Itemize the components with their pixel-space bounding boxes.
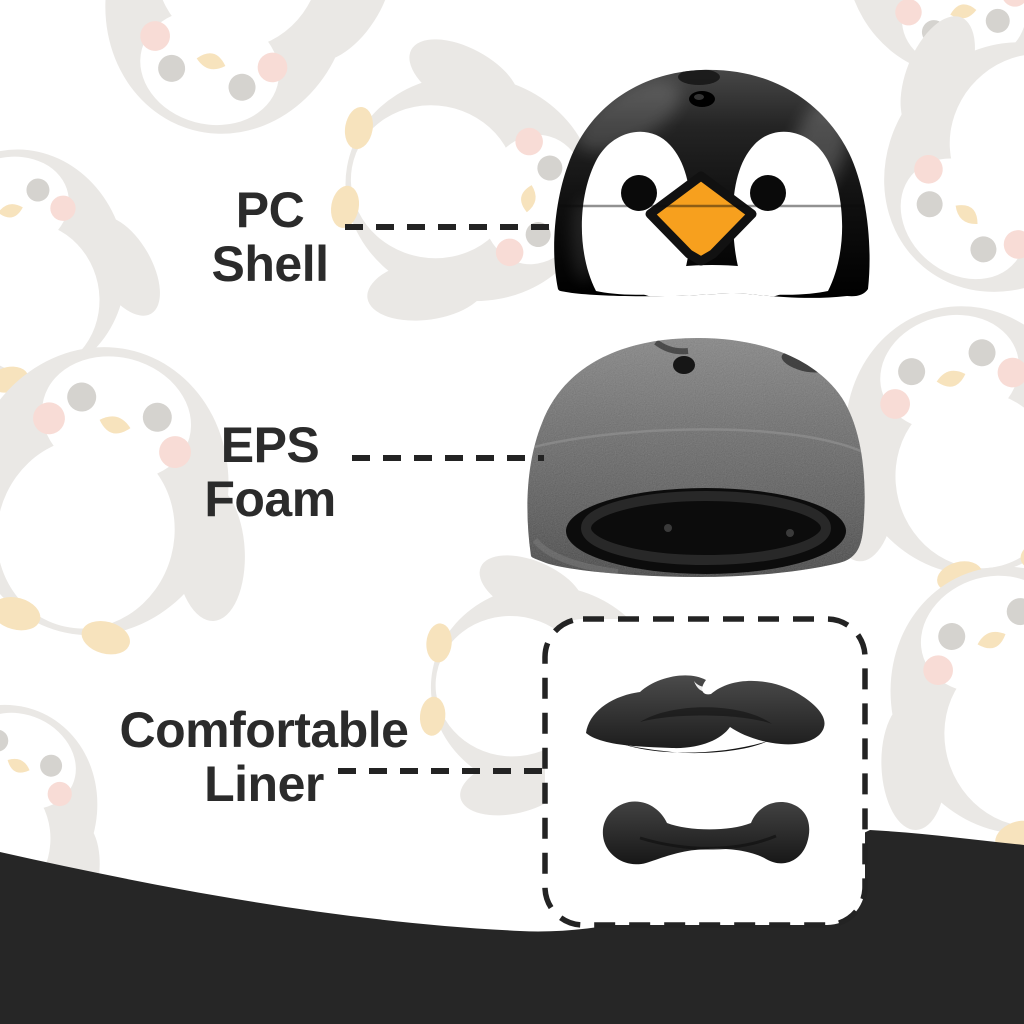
label-pc-shell: PC Shell [150, 183, 390, 291]
label-eps-foam-line1: EPS [220, 417, 320, 473]
label-eps-foam: EPS Foam [150, 418, 390, 526]
label-pc-shell-line2: Shell [211, 236, 329, 292]
bottom-wave [0, 830, 1024, 1024]
label-pc-shell-line1: PC [235, 182, 305, 238]
label-comfortable-liner-line2: Liner [204, 756, 324, 812]
eps-foam-image [527, 337, 865, 577]
label-comfortable-liner: Comfortable Liner [88, 703, 440, 811]
liner-box [542, 616, 868, 928]
label-eps-foam-line2: Foam [204, 471, 336, 527]
pc-shell-leader-line [345, 224, 558, 230]
comfortable-liner-leader-line [338, 768, 543, 774]
liner-top-pad-image [586, 675, 825, 754]
label-comfortable-liner-line1: Comfortable [119, 702, 409, 758]
eps-foam-leader-line [352, 455, 544, 461]
pc-shell-image [554, 69, 870, 298]
liner-headband-image [602, 801, 810, 865]
